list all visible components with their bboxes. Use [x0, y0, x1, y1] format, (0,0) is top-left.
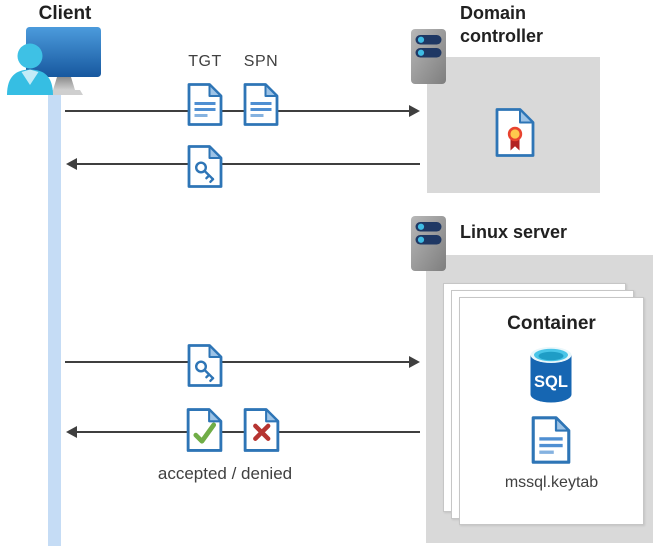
domain-controller-box [427, 57, 600, 193]
keytab-document-icon [531, 416, 571, 469]
domain-controller-server-icon [410, 28, 447, 90]
keytab-filename: mssql.keytab [504, 474, 599, 491]
arrow-dc-to-client [66, 158, 420, 170]
sql-label: SQL [534, 373, 568, 391]
certificate-icon [495, 108, 535, 162]
container-sheet-front: Container SQL mssql.keytab [459, 297, 644, 525]
container-title: Container [507, 313, 596, 334]
client-timeline-lane [48, 92, 61, 546]
accepted-document-icon [186, 408, 223, 457]
spn-document-icon [243, 83, 279, 131]
spn-label: SPN [243, 53, 279, 70]
arrow-client-to-dc [65, 105, 420, 117]
sql-database-icon: SQL [528, 346, 574, 409]
arrow-client-to-server [65, 356, 420, 368]
client-label: Client [38, 3, 92, 24]
kerberos-ticket-icon [187, 145, 223, 193]
denied-document-icon [243, 408, 280, 457]
tgt-document-icon [187, 83, 223, 131]
client-icon [3, 24, 103, 102]
linux-server-title: Linux server [460, 222, 568, 242]
kerberos-ticket-icon [187, 344, 223, 392]
domain-controller-title: Domain controller [460, 3, 544, 46]
tgt-label: TGT [188, 53, 222, 70]
accepted-denied-label: accepted / denied [157, 464, 293, 483]
linux-server-icon [410, 215, 447, 277]
